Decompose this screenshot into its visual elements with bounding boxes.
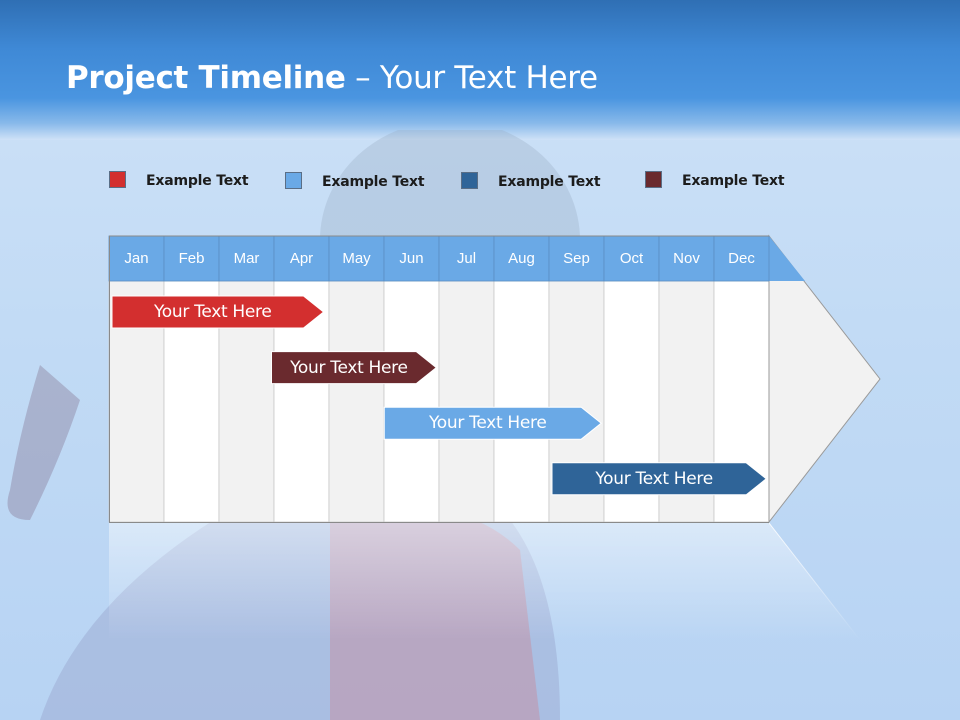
month-column <box>438 280 495 523</box>
month-label: Jun <box>399 250 424 267</box>
legend-swatch <box>285 172 302 189</box>
title-bold: Project Timeline <box>66 60 346 96</box>
task-bar <box>111 295 325 329</box>
legend-swatch <box>645 171 662 188</box>
page-title: Project Timeline – Your Text Here <box>66 60 598 96</box>
month-label: Aug <box>508 250 535 267</box>
month-label: Apr <box>289 250 314 267</box>
legend-label: Example Text <box>322 174 425 190</box>
legend-label: Example Text <box>146 173 249 189</box>
legend-label: Example Text <box>682 173 785 189</box>
title-rest: – Your Text Here <box>345 60 598 96</box>
month-header-cell <box>163 235 220 282</box>
month-header-cell <box>603 235 660 282</box>
month-label: May <box>342 250 371 267</box>
month-label: Jul <box>456 250 477 267</box>
month-column <box>328 280 385 523</box>
task-bar <box>383 406 603 440</box>
legend-swatch <box>109 171 126 188</box>
header-arrow-tip <box>769 236 805 281</box>
month-header-cell <box>658 235 715 282</box>
task-bar-label: Your Text Here <box>290 357 408 378</box>
header-banner <box>0 0 960 140</box>
month-header-cell <box>383 235 440 282</box>
month-label: Nov <box>673 250 700 267</box>
timeline-frame <box>109 235 769 523</box>
month-header-cell <box>713 235 770 282</box>
legend-swatch <box>461 172 478 189</box>
month-header-cell <box>218 235 275 282</box>
month-label: Jan <box>124 250 149 267</box>
timeline-arrow-head <box>768 234 881 524</box>
month-label: Oct <box>619 250 644 267</box>
task-bar-label: Your Text Here <box>428 413 547 434</box>
task-bar <box>551 462 768 496</box>
month-header-cell <box>328 235 385 282</box>
month-column <box>383 280 440 523</box>
month-label: Sep <box>563 250 590 267</box>
legend-label: Example Text <box>498 174 601 190</box>
month-label: Mar <box>233 250 260 267</box>
timeline-reflection <box>109 522 861 641</box>
month-header-cell <box>493 235 550 282</box>
month-header-cell <box>548 235 605 282</box>
month-header-cell <box>273 235 330 282</box>
task-bar-label: Your Text Here <box>595 468 713 489</box>
month-column <box>493 280 550 523</box>
month-label: Feb <box>178 250 205 267</box>
month-label: Dec <box>728 250 755 267</box>
task-bar-label: Your Text Here <box>153 302 272 322</box>
task-bar <box>271 351 438 385</box>
